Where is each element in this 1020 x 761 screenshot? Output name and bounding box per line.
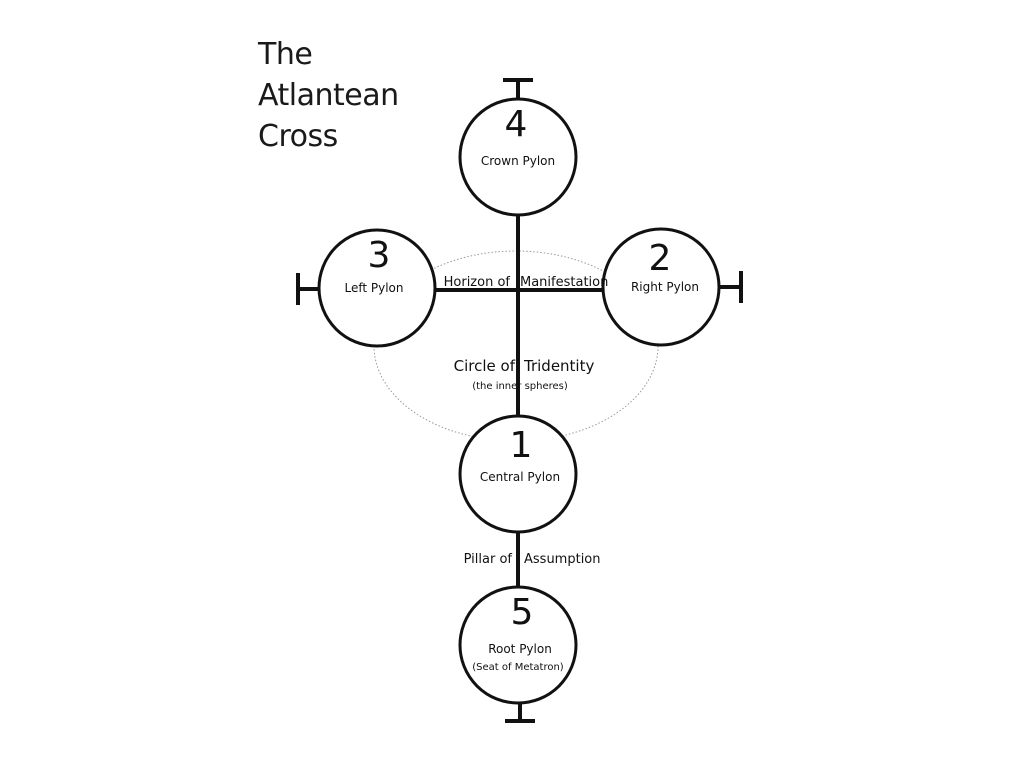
- circle-sublabel: (the inner spheres): [472, 381, 568, 392]
- diagram-title-line-3: Cross: [258, 119, 338, 154]
- pillar-label-part1: Pillar of: [464, 552, 513, 567]
- diagram-title-line-2: Atlantean: [258, 78, 399, 113]
- left-pylon-label: Left Pylon: [344, 281, 403, 295]
- left-pylon: 3 Left Pylon: [317, 228, 437, 348]
- circle-label-part2: Tridentity: [523, 357, 594, 375]
- central-pylon: 1 Central Pylon: [458, 414, 578, 534]
- right-pylon: 2 Right Pylon: [601, 227, 721, 347]
- central-pylon-circle: [458, 414, 578, 534]
- crown-pylon: 4 Crown Pylon: [458, 97, 578, 217]
- central-pylon-label: Central Pylon: [480, 470, 560, 484]
- central-pylon-number: 1: [510, 425, 533, 466]
- right-pylon-label: Right Pylon: [631, 280, 699, 294]
- left-terminal-bar: [296, 273, 320, 305]
- diagram-title-line-1: The: [258, 37, 313, 72]
- root-pylon-sublabel: (Seat of Metatron): [472, 662, 564, 673]
- root-pylon: 5 Root Pylon (Seat of Metatron): [458, 585, 578, 705]
- right-terminal-bar: [719, 271, 743, 303]
- crown-pylon-label: Crown Pylon: [481, 154, 555, 168]
- right-pylon-circle: [601, 227, 721, 347]
- crown-pylon-circle: [458, 97, 578, 217]
- horizon-label-part2: Manifestation: [520, 275, 608, 290]
- circle-label-part1: Circle of: [454, 357, 516, 375]
- pillar-label-part2: Assumption: [524, 552, 601, 567]
- root-pylon-number: 5: [511, 592, 534, 633]
- left-pylon-circle: [317, 228, 437, 348]
- left-pylon-number: 3: [368, 235, 391, 276]
- root-pylon-label: Root Pylon: [488, 642, 552, 656]
- right-pylon-number: 2: [649, 238, 672, 279]
- crown-pylon-number: 4: [505, 104, 528, 145]
- horizon-label-part1: Horizon of: [444, 275, 511, 290]
- root-pylon-circle: [458, 585, 578, 705]
